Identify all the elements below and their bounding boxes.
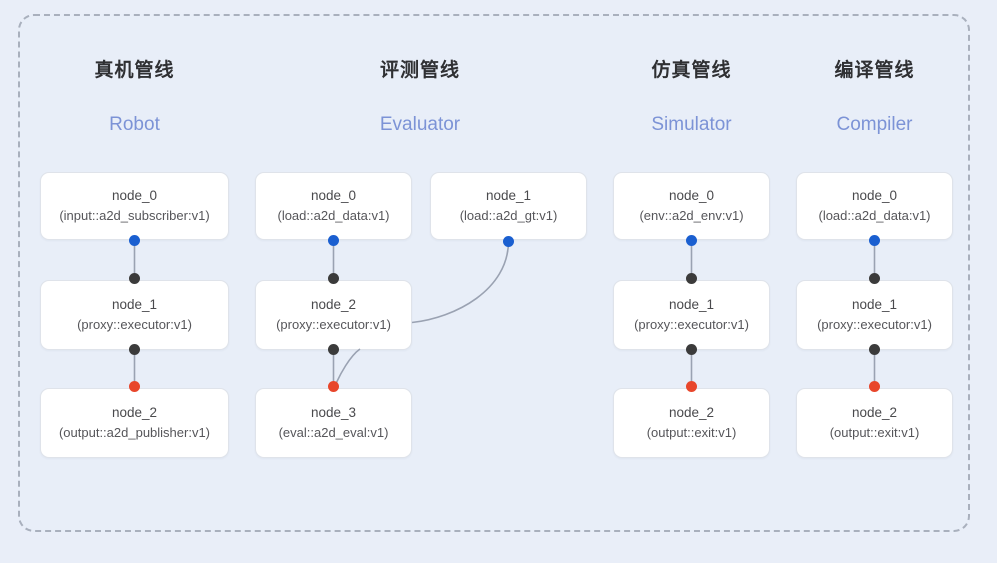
column-title-en-evaluator: Evaluator [379,114,461,135]
node-spec: (load::a2d_data:v1) [277,208,390,223]
node-spec: (output::a2d_publisher:v1) [58,425,211,440]
port-input-robot-2[interactable] [129,381,140,392]
column-title-cn-evaluator: 评测管线 [379,60,460,81]
node-name: node_2 [111,405,158,420]
node-robot-2[interactable]: node_2 (output::a2d_publisher:v1) [40,388,229,458]
node-robot-0[interactable]: node_0 (input::a2d_subscriber:v1) [40,172,229,240]
node-compiler-1[interactable]: node_1 (proxy::executor:v1) [796,280,953,350]
node-name: node_1 [485,188,532,203]
node-simulator-1[interactable]: node_1 (proxy::executor:v1) [613,280,770,350]
port-output-robot-0[interactable] [129,235,140,246]
node-spec: (proxy::executor:v1) [634,317,749,332]
node-spec: (proxy::executor:v1) [77,317,192,332]
node-spec: (env::a2d_env:v1) [639,208,744,223]
node-compiler-2[interactable]: node_2 (output::exit:v1) [796,388,953,458]
node-evaluator-1[interactable]: node_1 (load::a2d_gt:v1) [430,172,587,240]
port-input-simulator-1[interactable] [686,273,697,284]
port-output-evaluator-2[interactable] [328,344,339,355]
node-name: node_0 [310,188,357,203]
column-title-en-compiler: Compiler [836,114,913,135]
node-spec: (output::exit:v1) [829,425,920,440]
column-header-simulator: 仿真管线 Simulator [613,58,770,138]
port-input-compiler-1[interactable] [869,273,880,284]
node-spec: (output::exit:v1) [646,425,737,440]
port-output-simulator-0[interactable] [686,235,697,246]
column-title-en-robot: Robot [109,114,160,135]
node-name: node_1 [851,297,898,312]
node-spec: (input::a2d_subscriber:v1) [59,208,210,223]
node-name: node_2 [310,297,357,312]
node-spec: (load::a2d_gt:v1) [459,208,558,223]
column-title-cn-simulator: 仿真管线 [651,60,732,81]
column-header-compiler: 编译管线 Compiler [796,58,953,138]
node-name: node_2 [851,405,898,420]
node-name: node_3 [310,405,357,420]
node-spec: (proxy::executor:v1) [817,317,932,332]
port-output-compiler-1[interactable] [869,344,880,355]
node-spec: (load::a2d_data:v1) [818,208,931,223]
node-name: node_1 [111,297,158,312]
node-name: node_2 [668,405,715,420]
port-output-evaluator-1[interactable] [503,236,514,247]
port-input-simulator-2[interactable] [686,381,697,392]
column-title-cn-robot: 真机管线 [94,60,175,81]
node-spec: (eval::a2d_eval:v1) [278,425,389,440]
column-header-evaluator: 评测管线 Evaluator [255,58,585,138]
port-output-compiler-0[interactable] [869,235,880,246]
column-title-en-simulator: Simulator [651,114,732,135]
node-robot-1[interactable]: node_1 (proxy::executor:v1) [40,280,229,350]
node-evaluator-2[interactable]: node_2 (proxy::executor:v1) [255,280,412,350]
node-name: node_1 [668,297,715,312]
port-output-robot-1[interactable] [129,344,140,355]
port-input-compiler-2[interactable] [869,381,880,392]
port-input-evaluator-2[interactable] [328,273,339,284]
port-input-evaluator-3[interactable] [328,381,339,392]
column-header-robot: 真机管线 Robot [40,58,229,138]
node-simulator-0[interactable]: node_0 (env::a2d_env:v1) [613,172,770,240]
node-compiler-0[interactable]: node_0 (load::a2d_data:v1) [796,172,953,240]
port-output-simulator-1[interactable] [686,344,697,355]
node-simulator-2[interactable]: node_2 (output::exit:v1) [613,388,770,458]
node-evaluator-0[interactable]: node_0 (load::a2d_data:v1) [255,172,412,240]
port-output-evaluator-0[interactable] [328,235,339,246]
column-title-cn-compiler: 编译管线 [834,60,915,81]
node-name: node_0 [668,188,715,203]
node-name: node_0 [851,188,898,203]
node-spec: (proxy::executor:v1) [276,317,391,332]
node-evaluator-3[interactable]: node_3 (eval::a2d_eval:v1) [255,388,412,458]
node-name: node_0 [111,188,158,203]
port-input-robot-1[interactable] [129,273,140,284]
